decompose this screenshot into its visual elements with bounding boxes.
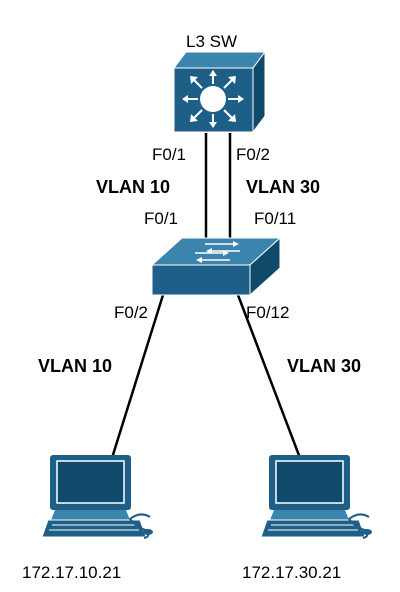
computer-icon-host-2[interactable] [260,455,372,539]
computer-icon-host-1[interactable] [41,455,153,539]
host-1-ip: 172.17.10.21 [22,563,121,582]
host-vlan-label-right: VLAN 30 [287,356,361,376]
uplink-vlan-label-left: VLAN 10 [96,177,170,197]
switch-host-port-a: F0/2 [114,303,148,322]
switch-uplink-port-a: F0/1 [144,209,178,228]
host-vlan-label-left: VLAN 10 [38,356,112,376]
links [110,133,302,459]
uplink-vlan-label-right: VLAN 30 [246,177,320,197]
link-host-2 [236,294,302,459]
host-2-ip: 172.17.30.21 [242,563,341,582]
l3-switch-icon[interactable] [173,50,266,134]
switch-uplink-port-b: F0/11 [254,209,296,228]
link-host-1 [110,294,165,459]
l3-port-label-a: F0/1 [152,145,186,164]
l3-switch-label: L3 SW [186,32,237,51]
l3-port-label-b: F0/2 [236,145,270,164]
access-switch-icon[interactable] [150,236,282,297]
switch-host-port-b: F0/12 [246,303,289,322]
